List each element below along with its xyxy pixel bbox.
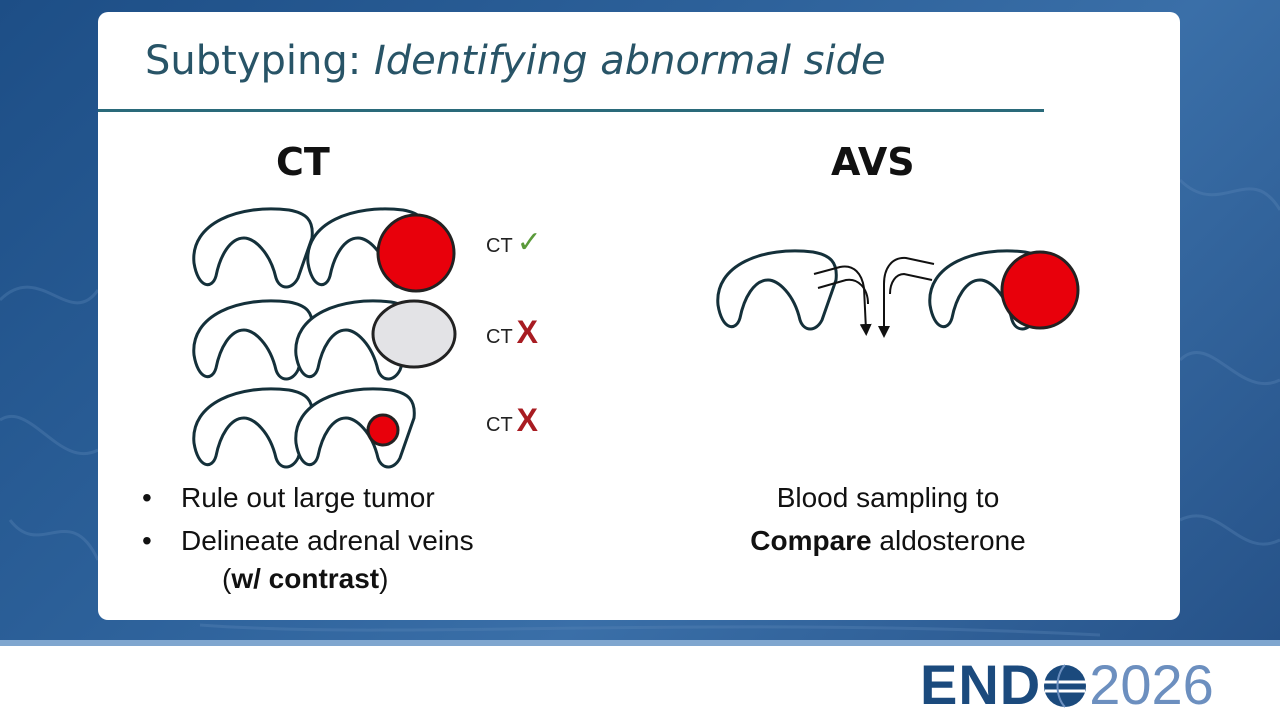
left-adrenal-gland — [192, 207, 314, 289]
x-icon: X — [516, 314, 539, 350]
large-tumor — [376, 213, 456, 293]
slide-card: Subtyping: Identifying abnormal side CT … — [98, 12, 1180, 620]
left-adrenal-gland — [716, 249, 838, 331]
venous-sampling-catheters — [813, 256, 935, 338]
title-plain: Subtyping: — [145, 38, 374, 84]
globe-icon — [1044, 664, 1087, 708]
left-adrenal-gland — [192, 387, 314, 469]
check-icon: ✓ — [516, 226, 542, 259]
footer-stripe — [0, 640, 1280, 646]
title-underline — [98, 109, 1044, 112]
gray-mass — [371, 299, 457, 369]
avs-heading: AVS — [831, 140, 915, 184]
contrast-note: (w/ contrast) — [222, 563, 389, 594]
avs-tumor — [1000, 250, 1080, 330]
ct-row-2 — [192, 299, 457, 381]
ct-row-3 — [192, 387, 416, 469]
avs-caption: Blood sampling to Compare aldosterone — [750, 482, 1026, 556]
avs-diagram — [716, 249, 1080, 338]
bullet-delineate: Delineate adrenal veins — [142, 519, 474, 562]
small-tumor — [366, 413, 400, 447]
left-adrenal-gland — [192, 299, 314, 381]
endo-logo: END 2026 — [920, 655, 1214, 715]
logo-year: 2026 — [1089, 653, 1214, 716]
slide-title: Subtyping: Identifying abnormal side — [145, 38, 886, 84]
background-texture — [0, 178, 1280, 637]
ct-row-1 — [192, 207, 456, 293]
bullet-rule-out: Rule out large tumor — [142, 476, 474, 519]
title-italic: Identifying abnormal side — [373, 38, 886, 84]
ct-bullet-list: Rule out large tumor Delineate adrenal v… — [142, 476, 474, 562]
ct-result-1: CT✓ — [486, 226, 542, 259]
ct-heading: CT — [276, 140, 330, 184]
x-icon: X — [516, 402, 539, 438]
adrenal-diagram — [192, 207, 1080, 469]
logo-text: END — [920, 653, 1042, 716]
